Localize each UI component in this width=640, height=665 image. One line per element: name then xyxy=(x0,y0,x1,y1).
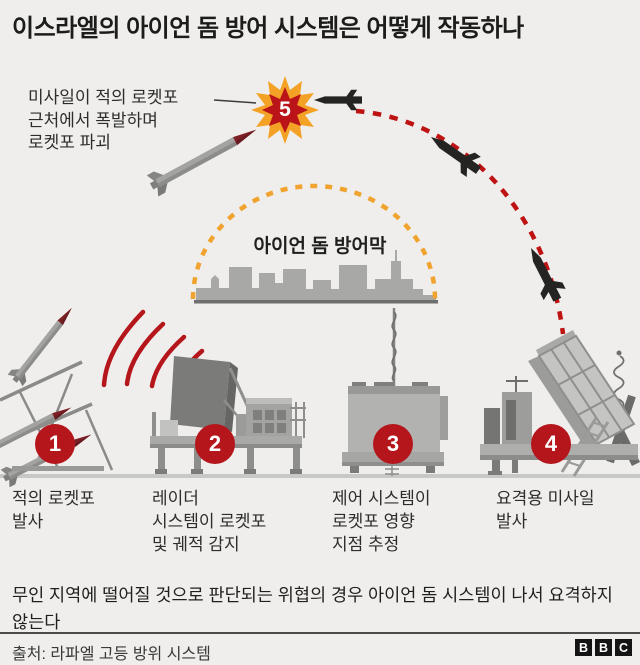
iron-dome-shield-arc xyxy=(190,183,438,300)
bbc-logo-letter: B xyxy=(575,639,592,656)
footnote-text: 무인 지역에 떨어질 것으로 판단되는 위협의 경우 아이언 돔 시스템이 나서… xyxy=(12,585,613,633)
source-credit: 출처: 라파엘 고등 방위 시스템 xyxy=(12,646,211,663)
step-badge-5: 5 xyxy=(279,98,291,121)
explosion-burst xyxy=(251,76,319,144)
step-caption-3: 제어 시스템이 로켓포 영향 지점 추정 xyxy=(332,489,431,554)
dome-shield-label: 아이언 돔 방어막 xyxy=(253,236,387,257)
step-badge-3: 3 xyxy=(373,424,413,464)
step-caption-1: 적의 로켓포 발사 xyxy=(12,489,95,531)
enemy-launcher-illustration xyxy=(0,302,114,488)
step-caption-2: 레이더 시스템이 로켓포 및 궤적 감지 xyxy=(152,489,267,554)
step-badge-2: 2 xyxy=(195,424,235,464)
annotation-connector-line xyxy=(213,99,257,104)
step-badge-1: 1 xyxy=(35,424,75,464)
interceptor-launcher-illustration xyxy=(480,330,640,477)
ground-line xyxy=(0,474,640,478)
bbc-logo: B B C xyxy=(575,639,632,656)
step-caption-4: 요격용 미사일 발사 xyxy=(496,489,595,531)
radar-waves xyxy=(101,309,205,392)
bbc-logo-letter: C xyxy=(615,639,632,656)
bbc-logo-letter: B xyxy=(595,639,612,656)
step-badge-4: 4 xyxy=(531,424,571,464)
protected-city-skyline xyxy=(194,250,438,304)
footer-divider xyxy=(0,632,640,634)
interception-annotation: 미사일이 적의 로켓포 근처에서 폭발하며 로켓포 파괴 xyxy=(28,88,179,153)
page-title: 이스라엘의 아이언 돔 방어 시스템은 어떻게 작동하나 xyxy=(12,15,524,42)
